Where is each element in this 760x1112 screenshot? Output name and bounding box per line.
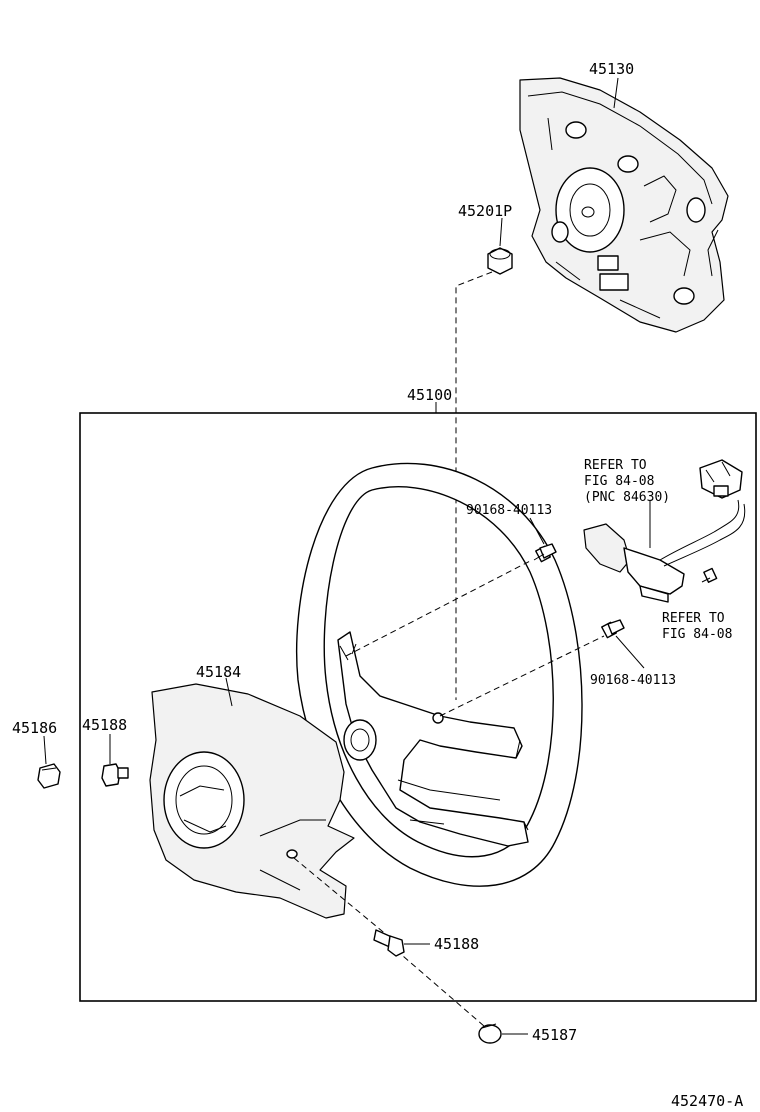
label-45184: 45184 xyxy=(196,663,241,681)
cover-illustration xyxy=(149,683,355,919)
label-45130: 45130 xyxy=(589,60,634,78)
horn-pad-illustration xyxy=(519,77,729,333)
label-45186: 45186 xyxy=(12,719,57,737)
label-45201P: 45201P xyxy=(458,202,512,220)
label-45187: 45187 xyxy=(532,1026,577,1044)
label-bolt-upper: 90168-40113 xyxy=(466,503,552,518)
label-45188-left: 45188 xyxy=(82,716,127,734)
bolt-lower-illustration xyxy=(601,619,625,639)
refer-upper-line2: FIG 84-08 xyxy=(584,474,654,489)
label-45188-bottom: 45188 xyxy=(434,935,479,953)
screw-bottom-illustration xyxy=(373,929,405,957)
steering-wheel-illustration xyxy=(295,462,583,887)
label-bolt-lower: 90168-40113 xyxy=(590,673,676,688)
screw-left-illustration xyxy=(101,763,129,787)
switch-screw-illustration xyxy=(701,567,718,583)
label-45100: 45100 xyxy=(407,386,452,404)
clip-illustration xyxy=(37,763,61,789)
bolt-upper-illustration xyxy=(533,543,557,563)
figure-code: 452470-A xyxy=(671,1092,743,1110)
nut-illustration xyxy=(487,247,513,275)
refer-upper-line3: (PNC 84630) xyxy=(584,490,670,505)
refer-lower-line1: REFER TO xyxy=(662,611,725,626)
refer-upper-line1: REFER TO xyxy=(584,458,647,473)
assembly-frame xyxy=(79,412,757,1002)
refer-lower-line2: FIG 84-08 xyxy=(662,627,732,642)
cap-illustration xyxy=(478,1023,502,1044)
switch-assembly-illustration xyxy=(583,459,746,603)
